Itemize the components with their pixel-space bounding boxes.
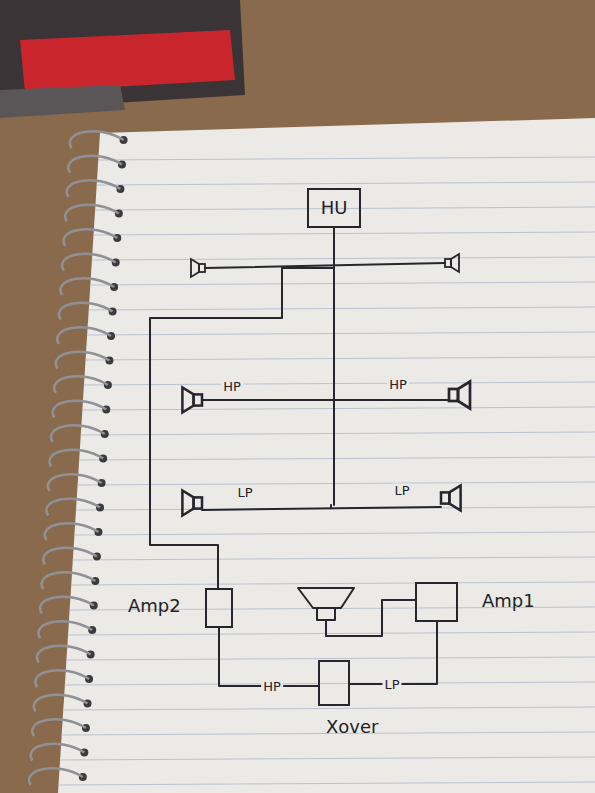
node-caption: Amp2	[128, 597, 181, 615]
ruled-line	[90, 282, 595, 285]
ruled-line	[92, 257, 595, 260]
notebook-page	[58, 118, 595, 793]
filter-label: LP	[392, 484, 411, 497]
spiral-loop	[40, 597, 94, 614]
head-unit-box: HU	[307, 188, 361, 228]
spiral-loop	[29, 768, 83, 785]
spiral-loop	[65, 205, 119, 222]
spiral-loop	[48, 474, 102, 491]
spiral-loop	[49, 450, 103, 467]
spiral-loop	[60, 278, 114, 295]
ruled-line	[84, 382, 595, 385]
ruled-line	[82, 407, 595, 410]
ruled-line	[77, 482, 595, 485]
signal-wire	[150, 228, 334, 588]
signal-wire	[350, 622, 437, 684]
subwoofer-cone	[298, 588, 354, 608]
ruled-line	[98, 157, 595, 160]
speaker-symbol	[182, 387, 202, 412]
spiral-loop	[57, 327, 111, 344]
ruled-line	[65, 682, 595, 685]
ruled-line	[81, 432, 595, 435]
spiral-loop	[64, 229, 118, 246]
spiral-loop	[31, 744, 85, 761]
hp-speaker-wire	[202, 399, 449, 401]
filter-label: HP	[387, 378, 409, 391]
node-caption: Xover	[326, 718, 378, 736]
ruled-line	[93, 232, 595, 235]
node-caption: Amp1	[482, 592, 535, 610]
subwoofer-magnet	[317, 608, 335, 620]
magazine-corner	[0, 85, 125, 118]
crossover-box: Xover	[318, 660, 350, 706]
node-label: HU	[321, 199, 348, 217]
spiral-loop	[43, 548, 97, 565]
ruled-line	[63, 707, 595, 710]
filter-label: HP	[221, 380, 243, 393]
ruled-line	[79, 457, 595, 460]
spiral-loop	[39, 621, 93, 638]
spiral-loop	[34, 695, 88, 712]
speaker-symbol	[449, 382, 470, 409]
ruled-line	[71, 582, 595, 585]
ruled-line	[58, 782, 595, 785]
ruled-line	[97, 182, 595, 185]
speaker-symbol	[441, 485, 461, 510]
spiral-loop	[54, 376, 108, 393]
signal-wire	[219, 628, 318, 686]
spiral-loop	[46, 499, 100, 516]
spiral-loop	[37, 646, 91, 663]
sub-wire	[326, 600, 415, 636]
ruled-line	[73, 557, 595, 560]
speaker-symbol	[191, 259, 205, 277]
spiral-loop	[35, 670, 89, 687]
ruled-line	[85, 357, 595, 360]
spiral-loop	[70, 131, 124, 148]
spiral-loop	[56, 352, 110, 369]
spiral-loop	[51, 425, 105, 442]
lp-speaker-wire	[202, 505, 441, 510]
ruled-line	[68, 632, 595, 635]
ruled-line	[60, 757, 595, 760]
head-unit-trunk-wire	[333, 228, 335, 505]
ruled-line	[87, 332, 595, 335]
magazine-cover-band	[20, 30, 235, 92]
spiral-loop	[59, 303, 113, 320]
filter-label: LP	[235, 486, 254, 499]
ruled-line	[89, 307, 595, 310]
ruled-line	[74, 532, 595, 535]
amplifier-box: Amp2	[205, 588, 233, 628]
spiral-loop	[32, 719, 86, 736]
spiral-loop	[68, 156, 122, 173]
speaker-symbol	[182, 490, 202, 515]
spiral-loop	[42, 572, 96, 589]
spiral-loop	[67, 180, 121, 197]
spiral-loop	[53, 401, 107, 418]
spiral-loop	[45, 523, 99, 540]
filter-label: HP	[261, 680, 283, 693]
amplifier-box: Amp1	[415, 582, 458, 622]
spiral-loop	[62, 254, 116, 271]
speaker-symbol	[445, 254, 459, 272]
filter-label: LP	[382, 678, 401, 691]
